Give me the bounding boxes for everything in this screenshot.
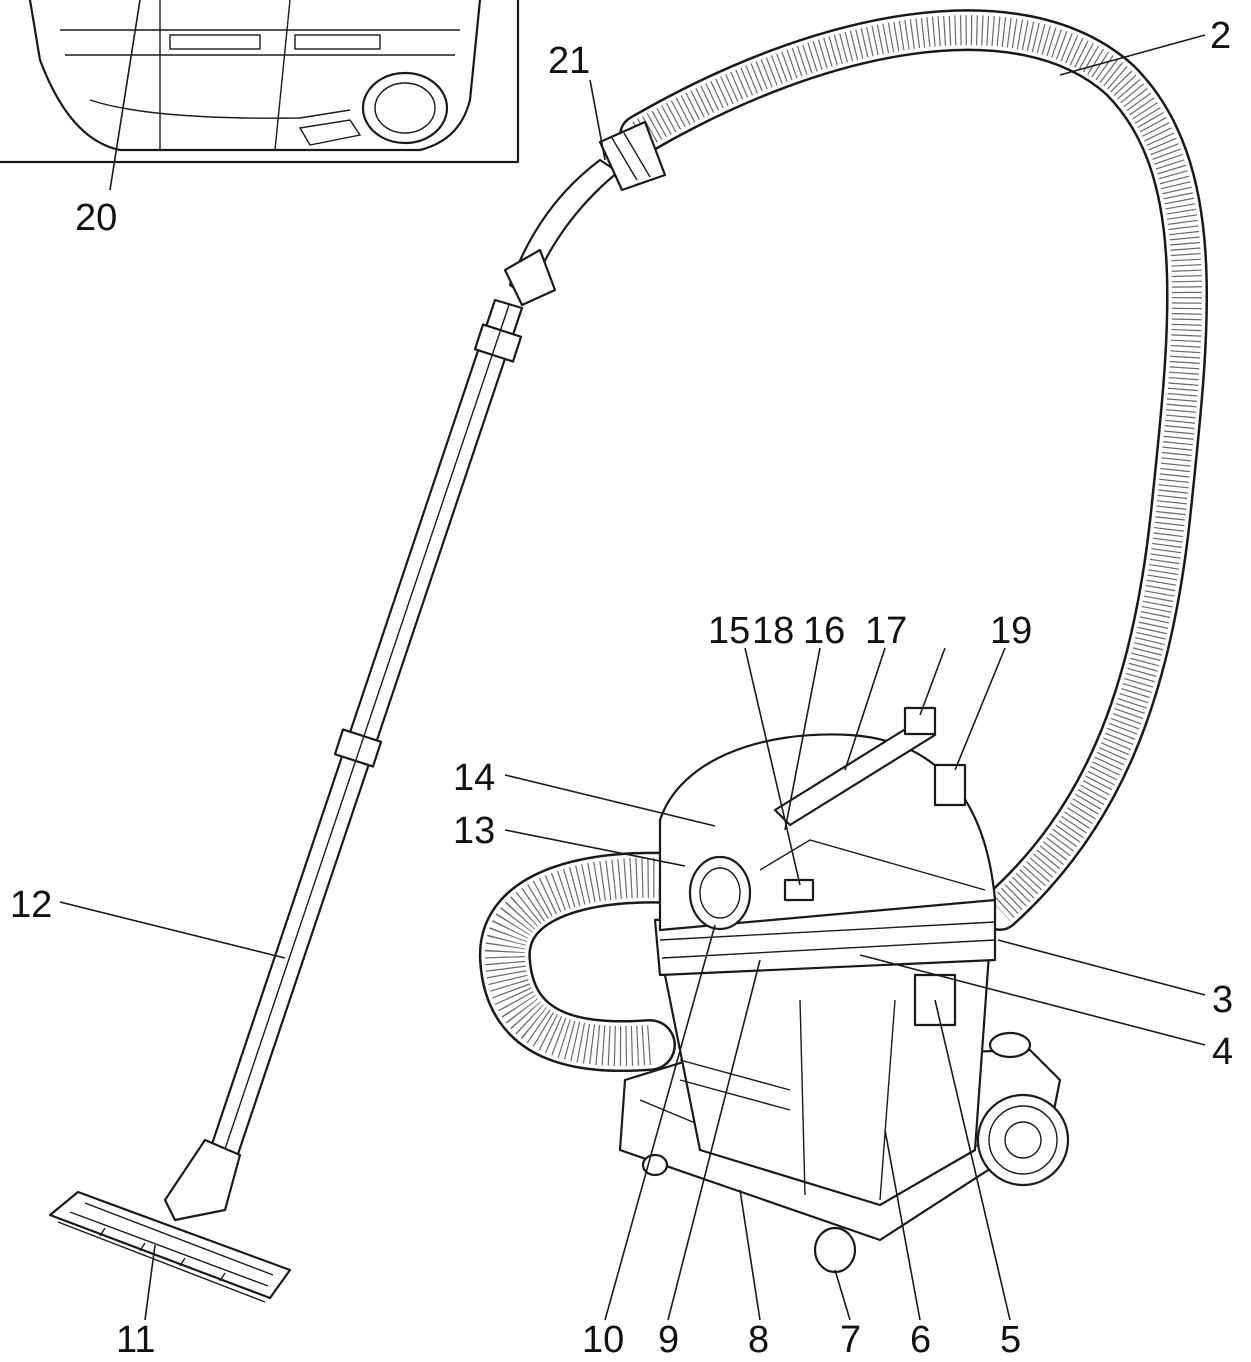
callout-6: 6	[910, 1319, 931, 1361]
callout-8: 8	[748, 1319, 769, 1361]
hose-loop	[478, 851, 726, 1073]
suction-tube	[208, 298, 524, 1162]
callout-4: 4	[1212, 1031, 1233, 1073]
callout-labels: 2 21 20 3 4 5 6 7 8 9 10 11 12 13 14 15 …	[10, 15, 1233, 1361]
callout-14: 14	[453, 757, 495, 799]
callout-21: 21	[548, 40, 590, 82]
vacuum-body	[618, 706, 1070, 1274]
leader-lines	[59, 0, 1206, 1321]
callout-2: 2	[1210, 15, 1231, 57]
floor-nozzle	[48, 1138, 292, 1303]
inset-detail	[0, 0, 520, 164]
callout-5: 5	[1000, 1319, 1021, 1361]
callout-9: 9	[658, 1319, 679, 1361]
callout-11: 11	[116, 1319, 155, 1361]
callout-18: 18	[752, 610, 794, 652]
callout-13: 13	[453, 810, 495, 852]
callout-19: 19	[990, 610, 1032, 652]
suction-hose	[619, 9, 1209, 931]
callout-20: 20	[75, 197, 117, 239]
callout-15: 15	[708, 610, 750, 652]
callout-17: 17	[865, 610, 907, 652]
handle-grip	[503, 120, 667, 307]
callout-10: 10	[582, 1319, 624, 1361]
callout-3: 3	[1212, 979, 1233, 1021]
callout-12: 12	[10, 884, 52, 926]
callout-7: 7	[840, 1319, 861, 1361]
callout-16: 16	[803, 610, 845, 652]
